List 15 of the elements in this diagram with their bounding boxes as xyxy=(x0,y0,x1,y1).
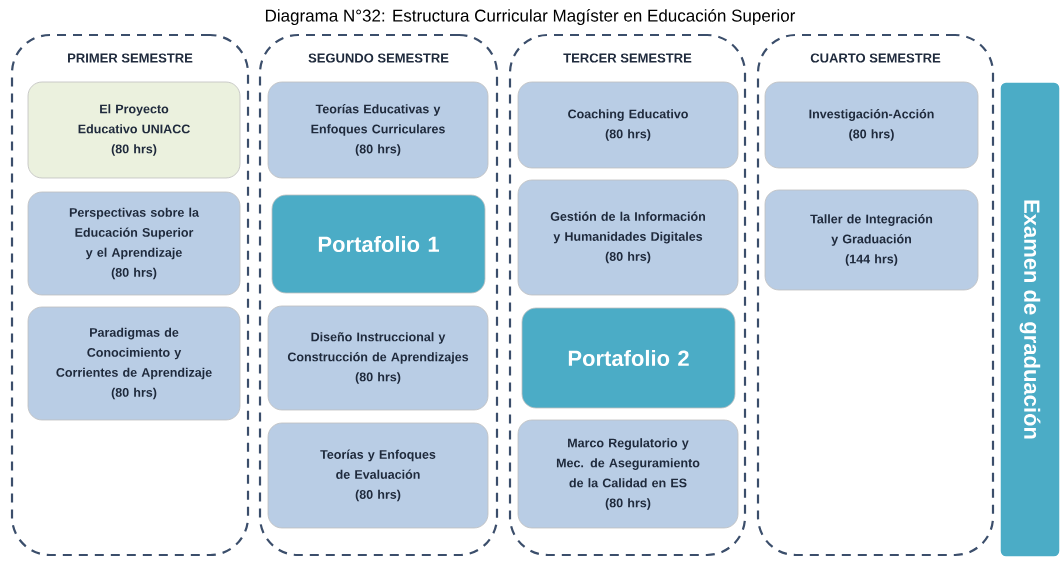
portfolio-box: Portafolio 2 xyxy=(521,307,736,409)
course-box: Teorías Educativas y Enfoques Curriculares (80 hrs) xyxy=(267,81,489,179)
course-box: El Proyecto Educativo UNIACC (80 hrs) xyxy=(27,81,241,179)
course-box: Diseño Instruccional y Construcción de Aprendizajes (80 hrs) xyxy=(267,305,489,411)
course-box: Investigación-Acción (80 hrs) xyxy=(764,81,979,169)
course-box: Gestión de la Información y Humanidades Digitales (80 hrs) xyxy=(517,179,739,296)
course-box: Paradigmas de Conocimiento y Corrientes de Aprendizaje (80 hrs) xyxy=(27,306,241,421)
title: Diagrama N°32: Estructura Curricular Magíster en Educación Superior xyxy=(265,9,796,25)
course-box: Teorías y Enfoques de Evaluación (80 hrs) xyxy=(267,422,489,529)
course-box: Perspectivas sobre la Educación Superior y el Aprendizaje (80 hrs) xyxy=(27,191,241,296)
portfolio-box: Portafolio 1 xyxy=(271,194,486,294)
course-box: Coaching Educativo (80 hrs) xyxy=(517,81,739,169)
exam-bar: Examen de graduación xyxy=(999,81,1060,558)
course-box: Taller de Integración y Graduación (144 hrs) xyxy=(764,189,979,291)
course-box: Marco Regulatorio y Mec. de Aseguramiento de la Calidad en ES (80 hrs) xyxy=(517,419,739,529)
